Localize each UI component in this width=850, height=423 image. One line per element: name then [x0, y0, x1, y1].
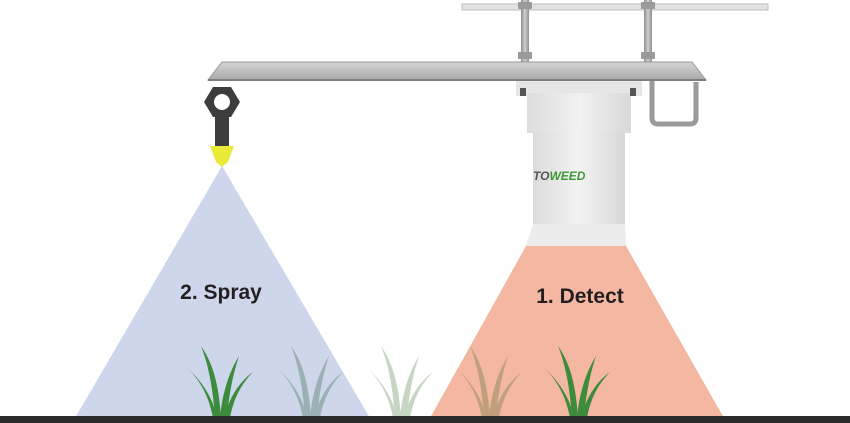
mounting-rail	[461, 3, 769, 11]
detect-label: 1. Detect	[536, 285, 624, 308]
detect-cone	[430, 246, 724, 418]
weed-3	[365, 346, 433, 418]
spray-nozzle	[204, 87, 240, 167]
weed-2	[275, 346, 343, 418]
weed-1	[185, 346, 253, 418]
threaded-rods	[518, 0, 655, 62]
weed-5	[542, 346, 610, 418]
nozzle-tip	[210, 146, 234, 167]
u-bolt-bracket	[649, 80, 699, 127]
ground-line	[0, 416, 850, 423]
sensor-brand-prefix: TO	[533, 169, 550, 183]
weed-4	[454, 346, 522, 418]
sensor-brand-label: TOWEED	[533, 169, 586, 183]
spray-label: 2. Spray	[180, 281, 262, 304]
weed-sensor	[516, 80, 642, 246]
spray-cone	[75, 166, 370, 418]
sensor-brand-highlight: WEED	[549, 169, 585, 183]
boom-bar	[206, 61, 708, 81]
